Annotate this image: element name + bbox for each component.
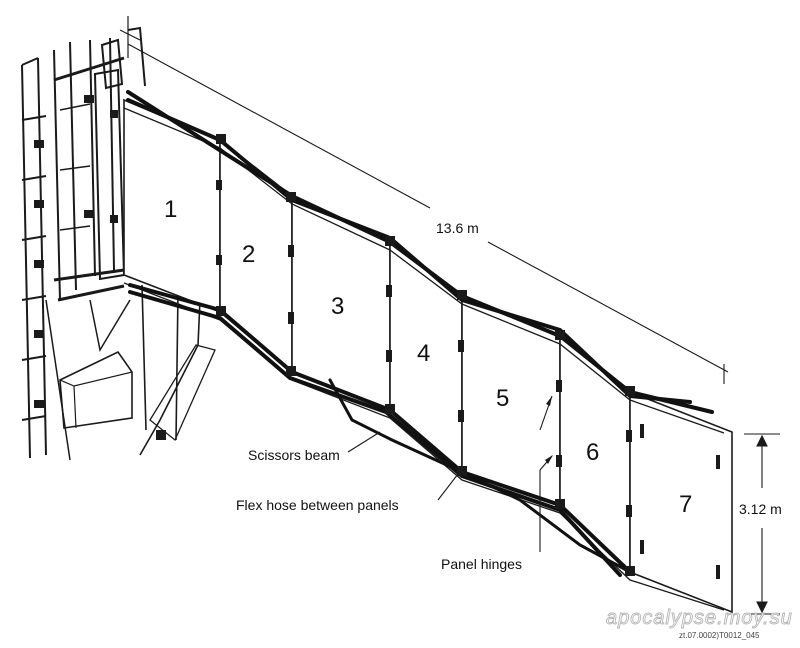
panel-number-2: 2 — [242, 241, 255, 268]
scissors-beam-label: Scissors beam — [248, 447, 340, 463]
dimension-height — [744, 433, 780, 615]
figure-code: zt.07.0002)T0012_045 — [679, 631, 760, 640]
panel-hinges-label: Panel hinges — [441, 556, 522, 572]
watermark: apocalypse.moy.su — [606, 607, 793, 629]
callout-leaders — [347, 395, 553, 552]
panel-number-1: 1 — [164, 196, 177, 223]
flex-hose-label: Flex hose between panels — [236, 497, 399, 513]
height-dimension-label: 3.12 m — [739, 501, 782, 517]
panel-number-6: 6 — [586, 439, 599, 466]
truss-structure — [21, 16, 216, 461]
panel-number-4: 4 — [417, 340, 430, 367]
panel-number-5: 5 — [496, 385, 509, 412]
callout-arrowheads — [545, 396, 553, 464]
panel-number-3: 3 — [331, 293, 344, 320]
panel-number-7: 7 — [679, 491, 692, 518]
radiator-panels — [123, 98, 733, 614]
truss-fittings — [34, 95, 166, 440]
hinge-blocks — [216, 134, 720, 579]
dimension-length — [119, 29, 729, 384]
length-dimension-label: 13.6 m — [436, 220, 479, 236]
